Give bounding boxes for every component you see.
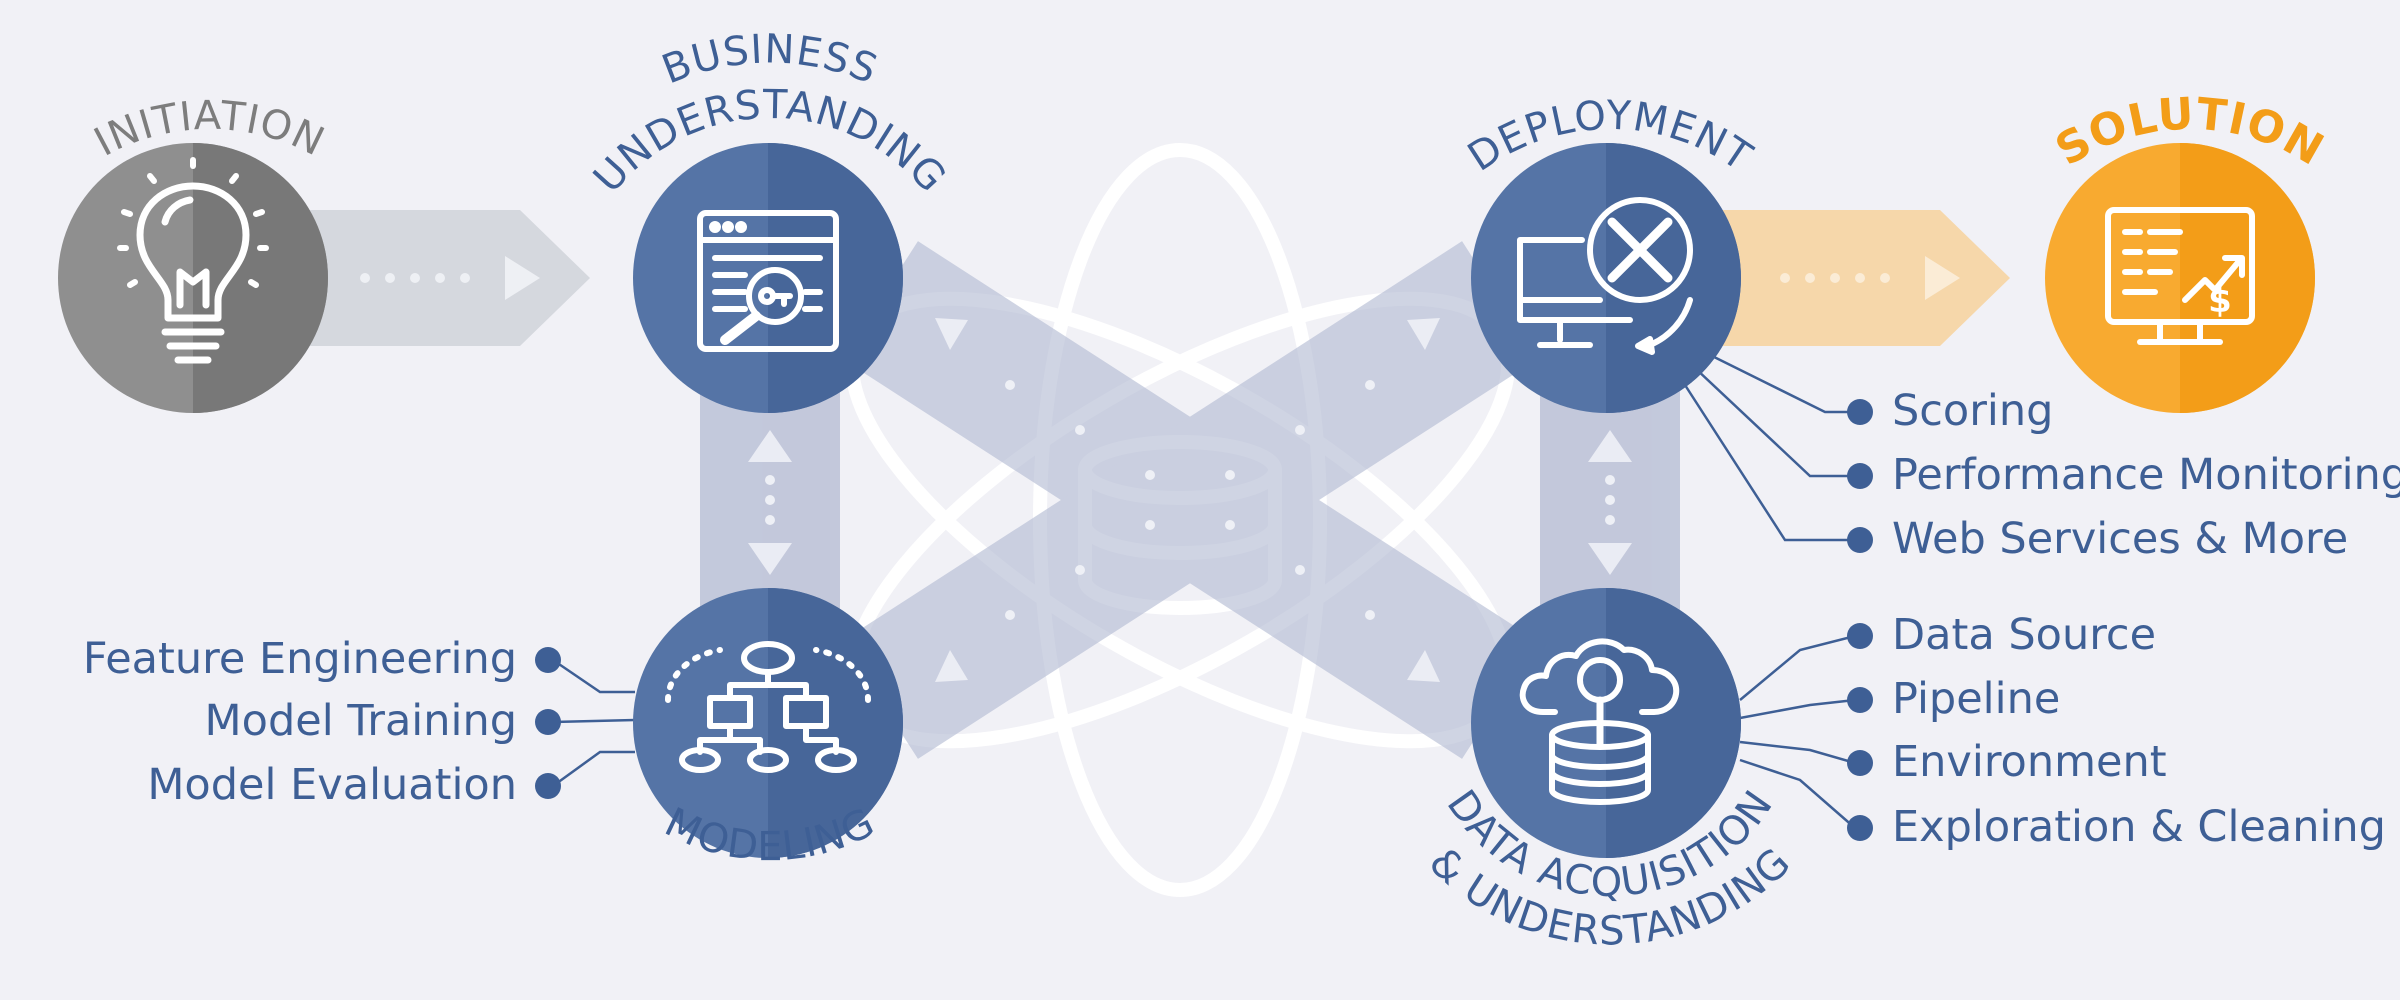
flowchart-icon	[665, 641, 871, 773]
band-dots	[765, 380, 1615, 620]
solution-arrow	[1720, 210, 2010, 346]
svg-text:$: $	[2208, 281, 2232, 321]
band-arrows	[748, 318, 1632, 682]
cloud-database-search-icon	[1519, 638, 1680, 805]
monitor-tools-icon	[1517, 197, 1693, 355]
modeling-task-model-training: Model Training	[204, 696, 517, 746]
deployment-circle	[1471, 143, 1741, 413]
solution-circle	[2045, 143, 2315, 413]
modeling-circle	[633, 588, 903, 858]
connector-lines	[552, 348, 1856, 829]
browser-search-key-icon	[697, 210, 839, 352]
data-task-exploration-cleaning: Exploration & Cleaning	[1892, 802, 2386, 852]
initiation-arrow	[300, 210, 590, 346]
data-task-environment: Environment	[1892, 737, 2167, 787]
modeling-task-feature-engineering: Feature Engineering	[82, 634, 517, 684]
data-task-pipeline: Pipeline	[1892, 674, 2061, 724]
data-task-data-source: Data Source	[1892, 610, 2157, 660]
modeling-task-model-evaluation: Model Evaluation	[147, 760, 517, 810]
deployment-task-performance-monitoring: Performance Monitoring	[1892, 450, 2400, 500]
deployment-task-web-services: Web Services & More	[1892, 514, 2349, 564]
connector-dots	[535, 399, 1873, 841]
business-understanding-circle	[633, 143, 903, 413]
deployment-task-scoring: Scoring	[1892, 386, 2054, 436]
lightbulb-icon	[117, 157, 269, 364]
dollar-growth-monitor-icon: $	[2105, 207, 2255, 345]
